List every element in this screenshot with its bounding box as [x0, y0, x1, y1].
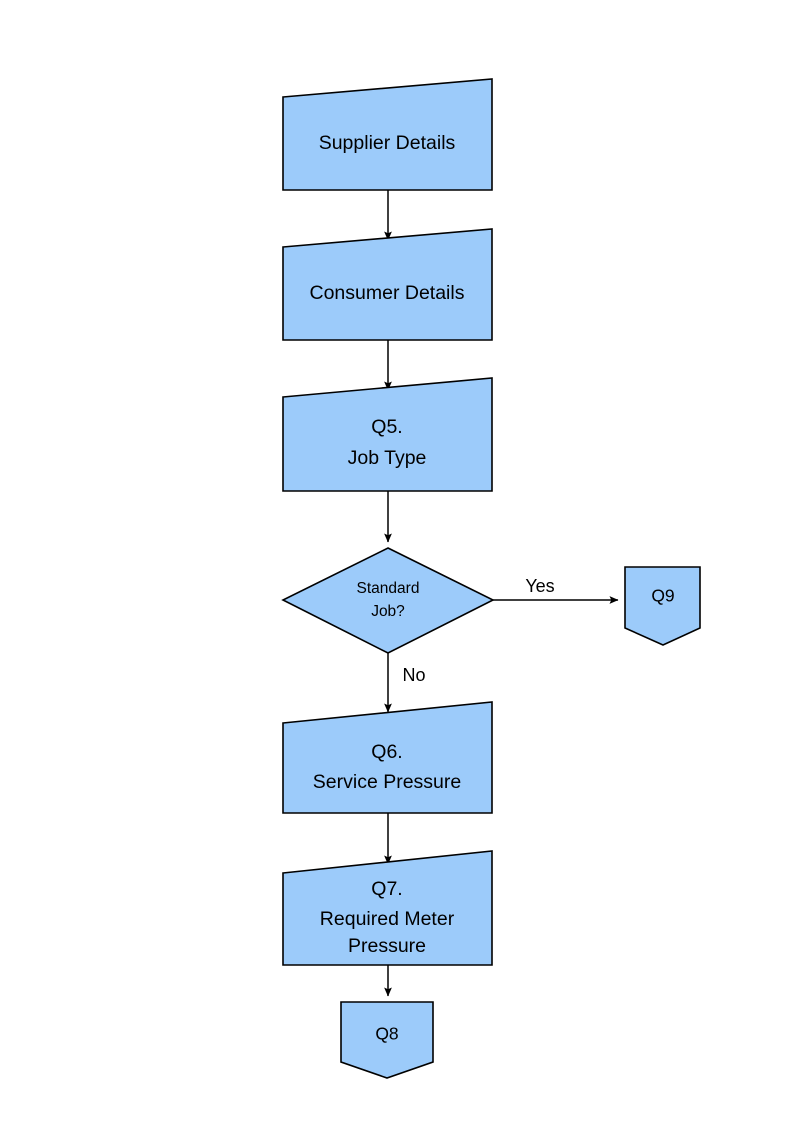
- node-q5-job-type[interactable]: Q5. Job Type: [282, 377, 493, 492]
- node-supplier-details[interactable]: Supplier Details: [282, 78, 493, 191]
- node-q8-connector[interactable]: Q8: [340, 1001, 434, 1079]
- q8-connector-shape[interactable]: [340, 1001, 434, 1079]
- q7-required-meter-pressure-label-line1: Q7.: [371, 878, 402, 900]
- supplier-details-label: Supplier Details: [319, 132, 456, 154]
- node-q7-required-meter-pressure[interactable]: Q7. Required Meter Pressure: [282, 850, 493, 966]
- q7-required-meter-pressure-label-line3: Pressure: [348, 935, 426, 957]
- q5-job-type-shape[interactable]: [282, 377, 493, 492]
- q9-connector-shape[interactable]: [624, 566, 701, 646]
- standard-job-decision-shape[interactable]: [281, 547, 495, 654]
- consumer-details-shape[interactable]: [282, 228, 493, 341]
- q7-required-meter-pressure-shape[interactable]: [282, 850, 493, 966]
- q8-connector-label: Q8: [375, 1024, 398, 1044]
- consumer-details-label: Consumer Details: [310, 282, 465, 304]
- q7-required-meter-pressure-label-line2: Required Meter: [320, 908, 455, 930]
- q9-connector-label: Q9: [651, 586, 674, 606]
- q6-service-pressure-label-line1: Q6.: [371, 741, 402, 763]
- node-q6-service-pressure[interactable]: Q6. Service Pressure: [282, 701, 493, 814]
- node-standard-job-decision[interactable]: Standard Job?: [281, 547, 495, 654]
- q5-job-type-label-line2: Job Type: [348, 447, 427, 469]
- q6-service-pressure-label-line2: Service Pressure: [313, 771, 461, 793]
- edge-label-yes: Yes: [525, 576, 554, 596]
- q5-job-type-label-line1: Q5.: [371, 416, 402, 438]
- q6-service-pressure-shape[interactable]: [282, 701, 493, 814]
- edge-labels-layer: Yes No: [402, 576, 554, 685]
- edges-layer: [384, 190, 619, 997]
- standard-job-decision-label-line2: Job?: [371, 603, 405, 620]
- node-q9-connector[interactable]: Q9: [624, 566, 701, 646]
- supplier-details-shape[interactable]: [282, 78, 493, 191]
- edge-label-no: No: [402, 665, 425, 685]
- node-consumer-details[interactable]: Consumer Details: [282, 228, 493, 341]
- standard-job-decision-label-line1: Standard: [357, 580, 420, 597]
